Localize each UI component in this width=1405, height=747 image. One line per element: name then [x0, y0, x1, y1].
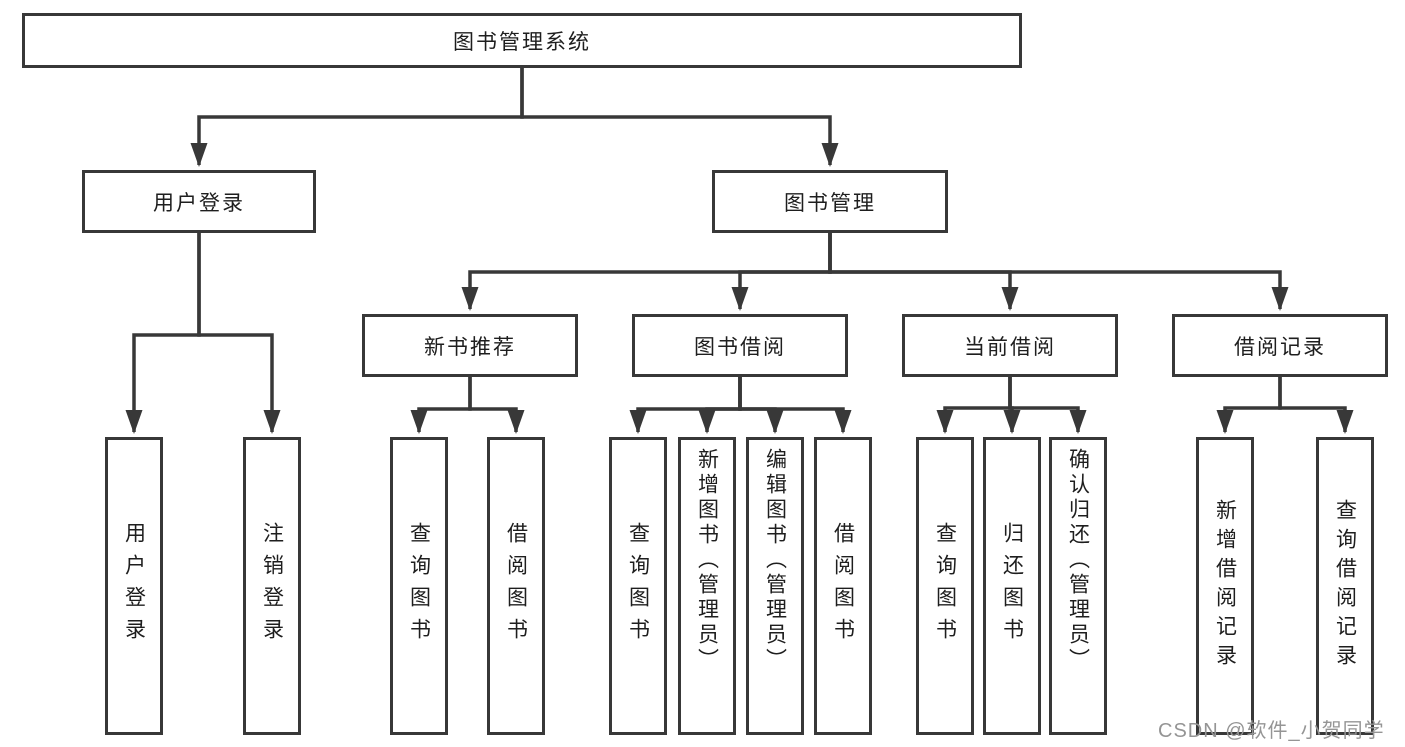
leaf-bb-borrow-book-label: 借阅图书	[831, 522, 855, 650]
node-user-login: 用户登录	[82, 170, 316, 233]
leaf-cur-query-book-label: 查询图书	[933, 522, 957, 650]
leaf-bb-edit-book-label: 编辑图书（管理员）	[763, 448, 787, 673]
leaf-bb-edit-book: 编辑图书（管理员）	[746, 437, 804, 735]
node-new-book-rec: 新书推荐	[362, 314, 578, 377]
edge-cur-confirm	[1008, 377, 1087, 434]
leaf-cur-confirm-return: 确认归还（管理员）	[1049, 437, 1107, 735]
leaf-br-add-record: 新增借阅记录	[1196, 437, 1254, 735]
leaf-bb-borrow-book: 借阅图书	[814, 437, 872, 735]
edge-userlogin-login	[125, 233, 201, 434]
leaf-logout: 注销登录	[243, 437, 301, 735]
leaf-bb-add-book-label: 新增图书（管理员）	[695, 448, 719, 673]
leaf-logout-label: 注销登录	[260, 522, 284, 650]
leaf-br-query-record: 查询借阅记录	[1316, 437, 1374, 735]
edge-bookmgmt-borrowrecords	[828, 233, 1289, 311]
leaf-user-login-label: 用户登录	[122, 522, 146, 650]
node-book-borrow: 图书借阅	[632, 314, 848, 377]
node-current-borrow: 当前借阅	[902, 314, 1118, 377]
edge-cur-query	[936, 377, 1012, 434]
edge-bb-borrow	[738, 377, 852, 434]
edge-bookmgmt-bookborrow	[731, 233, 832, 311]
node-book-mgmt-label: 图书管理	[784, 191, 876, 215]
node-new-book-rec-label: 新书推荐	[424, 335, 516, 359]
edge-br-query	[1278, 377, 1354, 434]
leaf-cur-confirm-return-label: 确认归还（管理员）	[1066, 448, 1090, 673]
edge-rec-query	[410, 377, 472, 434]
node-root: 图书管理系统	[22, 13, 1022, 68]
leaf-user-login: 用户登录	[105, 437, 163, 735]
leaf-cur-query-book: 查询图书	[916, 437, 974, 735]
edge-root-user-login	[190, 68, 524, 167]
edge-root-book-mgmt	[520, 68, 839, 167]
node-book-mgmt: 图书管理	[712, 170, 948, 233]
node-current-borrow-label: 当前借阅	[964, 335, 1056, 359]
node-borrow-records: 借阅记录	[1172, 314, 1388, 377]
node-user-login-label: 用户登录	[153, 191, 245, 215]
edge-bb-add	[698, 377, 742, 434]
leaf-br-query-record-label: 查询借阅记录	[1333, 499, 1357, 673]
edge-rec-borrow	[468, 377, 525, 434]
leaf-rec-query-book-label: 查询图书	[407, 522, 431, 650]
leaf-cur-return-book-label: 归还图书	[1000, 522, 1024, 650]
leaf-bb-query-book: 查询图书	[609, 437, 667, 735]
node-borrow-records-label: 借阅记录	[1234, 335, 1326, 359]
leaf-rec-borrow-book: 借阅图书	[487, 437, 545, 735]
leaf-bb-query-book-label: 查询图书	[626, 522, 650, 650]
leaf-rec-borrow-book-label: 借阅图书	[504, 522, 528, 650]
edge-userlogin-logout	[197, 233, 281, 434]
edge-bb-query	[629, 377, 742, 434]
node-root-label: 图书管理系统	[453, 30, 591, 54]
node-book-borrow-label: 图书借阅	[694, 335, 786, 359]
leaf-cur-return-book: 归还图书	[983, 437, 1041, 735]
leaf-bb-add-book: 新增图书（管理员）	[678, 437, 736, 735]
leaf-br-add-record-label: 新增借阅记录	[1213, 499, 1237, 673]
edge-bb-edit	[738, 377, 784, 434]
leaf-rec-query-book: 查询图书	[390, 437, 448, 735]
csdn-watermark: CSDN @软件_小贺同学	[1158, 720, 1385, 742]
edge-br-add	[1216, 377, 1282, 434]
